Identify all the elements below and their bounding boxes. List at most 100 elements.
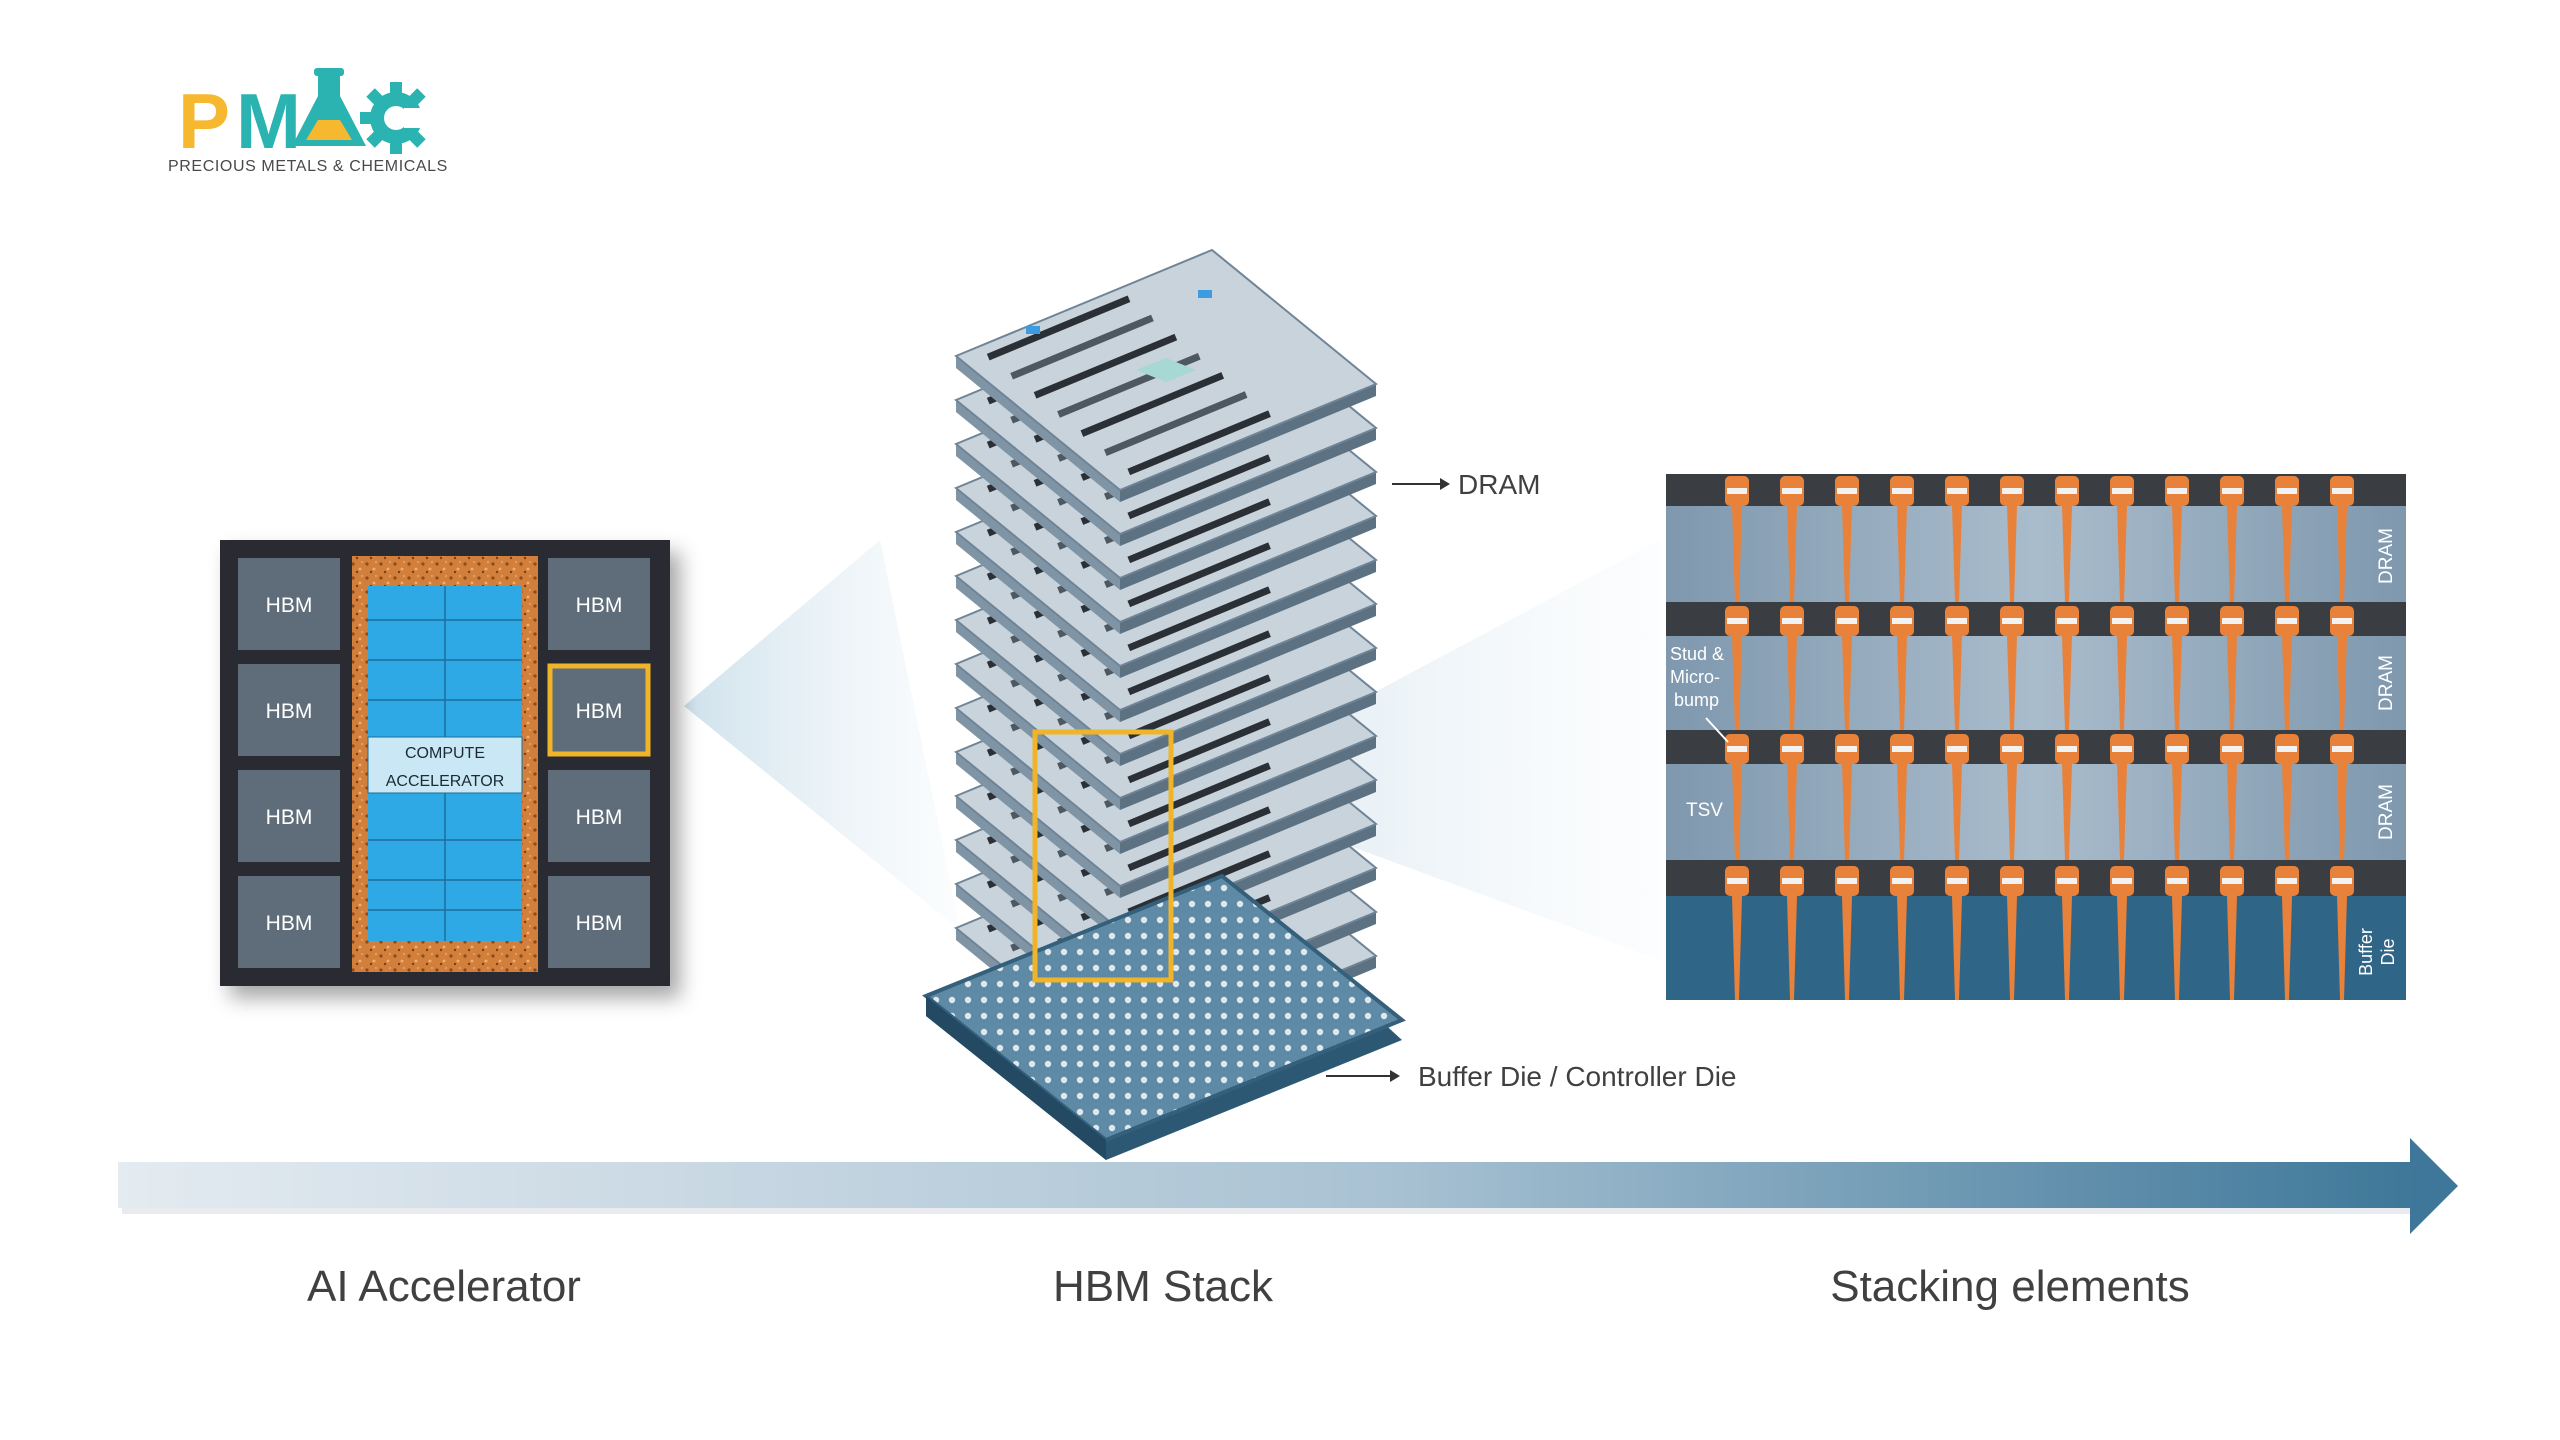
- micro-bump: [1890, 476, 1914, 506]
- micro-bump: [1835, 606, 1859, 636]
- micro-bump: [2000, 476, 2024, 506]
- logo-wordmark: P M: [178, 68, 438, 165]
- micro-bump: [2330, 734, 2354, 764]
- micro-bump: [2165, 476, 2189, 506]
- micro-bump: [2220, 476, 2244, 506]
- hbm-block-highlighted: HBM: [547, 663, 651, 757]
- dram-label: DRAM: [1458, 469, 1540, 500]
- caption-hbm-stack: HBM Stack: [1053, 1262, 1274, 1311]
- micro-bump: [1945, 866, 1969, 896]
- caption-ai-accelerator: AI Accelerator: [307, 1262, 581, 1311]
- hbm-label: HBM: [266, 594, 313, 617]
- highlight-frame: [547, 663, 651, 757]
- buffer-die: [922, 873, 1406, 1160]
- micro-bump: [1835, 866, 1859, 896]
- micro-bump: [2110, 734, 2134, 764]
- micro-bump: [2055, 734, 2079, 764]
- micro-bump: [2165, 606, 2189, 636]
- compute-label-box: [367, 736, 523, 794]
- tsv-column: [2330, 476, 2354, 1000]
- hbm-block: HBM: [548, 558, 650, 650]
- hbm-block: HBM: [238, 664, 340, 756]
- zoom-beam-left: [684, 540, 960, 930]
- micro-bump: [2000, 734, 2024, 764]
- hbm-stack: [922, 248, 1406, 1160]
- progression-arrow: [118, 1138, 2458, 1234]
- micro-bump: [2330, 476, 2354, 506]
- flask-icon: [292, 68, 366, 146]
- micro-bump: [2110, 476, 2134, 506]
- micro-bump: [1835, 476, 1859, 506]
- micro-bump: [2165, 866, 2189, 896]
- stud-pointer-line: [1705, 717, 1729, 743]
- micro-bump: [1725, 606, 1749, 636]
- tsv-column: [2220, 476, 2244, 1000]
- tsv-column: [1835, 476, 1859, 1000]
- micro-bump: [2000, 606, 2024, 636]
- tsv-column: [1890, 476, 1914, 1000]
- dram-layer: [1666, 764, 2406, 860]
- micro-bump: [1780, 476, 1804, 506]
- buffer-die-label-line1: Buffer: [2356, 928, 2376, 976]
- micro-bump: [1835, 734, 1859, 764]
- dram-layer: [1666, 636, 2406, 730]
- micro-bump: [1945, 606, 1969, 636]
- tsv-columns: [1725, 476, 2354, 1000]
- stack-highlight-frame: [1032, 729, 1174, 983]
- micro-bump: [2055, 866, 2079, 896]
- micro-bump: [1890, 734, 1914, 764]
- hbm-block: HBM: [548, 876, 650, 968]
- micro-bump: [2275, 734, 2299, 764]
- micro-bump: [2275, 866, 2299, 896]
- tsv-column: [2055, 476, 2079, 1000]
- arrow-head-icon: [1440, 478, 1450, 490]
- micro-bump: [1890, 606, 1914, 636]
- micro-bump: [1780, 734, 1804, 764]
- micro-bump: [2330, 866, 2354, 896]
- hbm-label: HBM: [576, 806, 623, 829]
- buffer-die-callout: Buffer Die / Controller Die: [1326, 1061, 1737, 1092]
- micro-bump: [1725, 476, 1749, 506]
- hbm-label: HBM: [576, 912, 623, 935]
- arrow-head-icon: [2410, 1138, 2458, 1234]
- buffer-die-label: Buffer Die / Controller Die: [1418, 1061, 1737, 1092]
- dram-callout: DRAM: [1392, 469, 1540, 500]
- layer-label-dram: DRAM: [2376, 784, 2397, 840]
- zoom-beam-right: [1170, 540, 1660, 960]
- pmac-logo: P M: [168, 68, 448, 175]
- micro-bump: [2000, 866, 2024, 896]
- micro-bump: [2055, 476, 2079, 506]
- hbm-label: HBM: [266, 806, 313, 829]
- layer-label-dram: DRAM: [2376, 655, 2397, 711]
- micro-bump: [1780, 606, 1804, 636]
- logo-letter-p: P: [178, 77, 230, 165]
- compute-die-grid: [368, 586, 522, 941]
- micro-bump: [1890, 866, 1914, 896]
- stud-label-line3: bump: [1674, 690, 1719, 710]
- micro-bump: [2110, 606, 2134, 636]
- stacking-cross-section: DRAM DRAM DRAM Buffer Die Stud & Micro- …: [1666, 474, 2406, 1000]
- hbm-block: HBM: [238, 876, 340, 968]
- hbm-label: HBM: [576, 700, 623, 723]
- accelerator-interposer: COMPUTE ACCELERATOR: [352, 556, 538, 972]
- micro-bump: [2275, 476, 2299, 506]
- micro-bump: [2220, 866, 2244, 896]
- micro-bump: [1725, 866, 1749, 896]
- micro-bump: [2110, 866, 2134, 896]
- stud-label-line2: Micro-: [1670, 667, 1720, 687]
- tsv-column: [2000, 476, 2024, 1000]
- micro-bump: [2275, 606, 2299, 636]
- micro-bump: [2220, 734, 2244, 764]
- tsv-column: [1725, 476, 1749, 1000]
- layer-label-dram: DRAM: [2376, 528, 2397, 584]
- dram-layer: [954, 248, 1378, 502]
- logo-tagline: PRECIOUS METALS & CHEMICALS: [168, 158, 448, 175]
- micro-bump: [2165, 734, 2189, 764]
- hbm-label: HBM: [266, 700, 313, 723]
- tsv-column: [2165, 476, 2189, 1000]
- micro-bump: [1945, 734, 1969, 764]
- micro-bump: [2055, 606, 2079, 636]
- hbm-blocks: HBM HBM HBM HBM HBM HBM HBM HBM: [238, 558, 651, 968]
- tsv-label: TSV: [1686, 800, 1723, 821]
